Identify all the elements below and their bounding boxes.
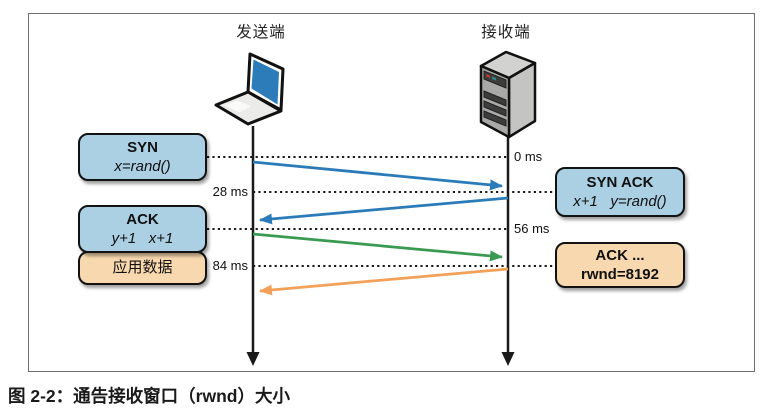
ack-box: ACK y+1 x+1 xyxy=(78,205,207,253)
app-data-box: 应用数据 xyxy=(78,251,207,285)
time-label-28ms: 28 ms xyxy=(212,184,248,199)
figure-caption: 图 2-2：通告接收窗口（rwnd）大小 xyxy=(8,386,290,406)
ack-box-title: ACK xyxy=(126,210,159,228)
receiver-label: 接收端 xyxy=(481,24,531,41)
syn-ack-box-title: SYN ACK xyxy=(586,173,654,191)
time-label-84ms: 84 ms xyxy=(212,258,248,273)
syn-box: SYN x=rand() xyxy=(78,133,207,181)
app-data-box-label: 应用数据 xyxy=(112,259,173,277)
time-label-0ms: 0 ms xyxy=(514,149,543,164)
ack-rwnd-box-detail: rwnd=8192 xyxy=(581,266,659,283)
syn-ack-box-detail: x+1 y=rand() xyxy=(573,193,667,210)
syn-ack-box: SYN ACK x+1 y=rand() xyxy=(555,167,685,217)
laptop-icon xyxy=(213,50,293,130)
sender-label: 发送端 xyxy=(236,24,286,41)
syn-box-detail: x=rand() xyxy=(114,158,171,175)
server-icon xyxy=(478,45,538,139)
ack-rwnd-box-title: ACK ... xyxy=(595,246,645,264)
ack-rwnd-box: ACK ... rwnd=8192 xyxy=(555,242,685,288)
syn-box-title: SYN xyxy=(127,138,158,156)
ack-box-detail: y+1 x+1 xyxy=(111,230,174,247)
time-label-56ms: 56 ms xyxy=(514,221,550,236)
